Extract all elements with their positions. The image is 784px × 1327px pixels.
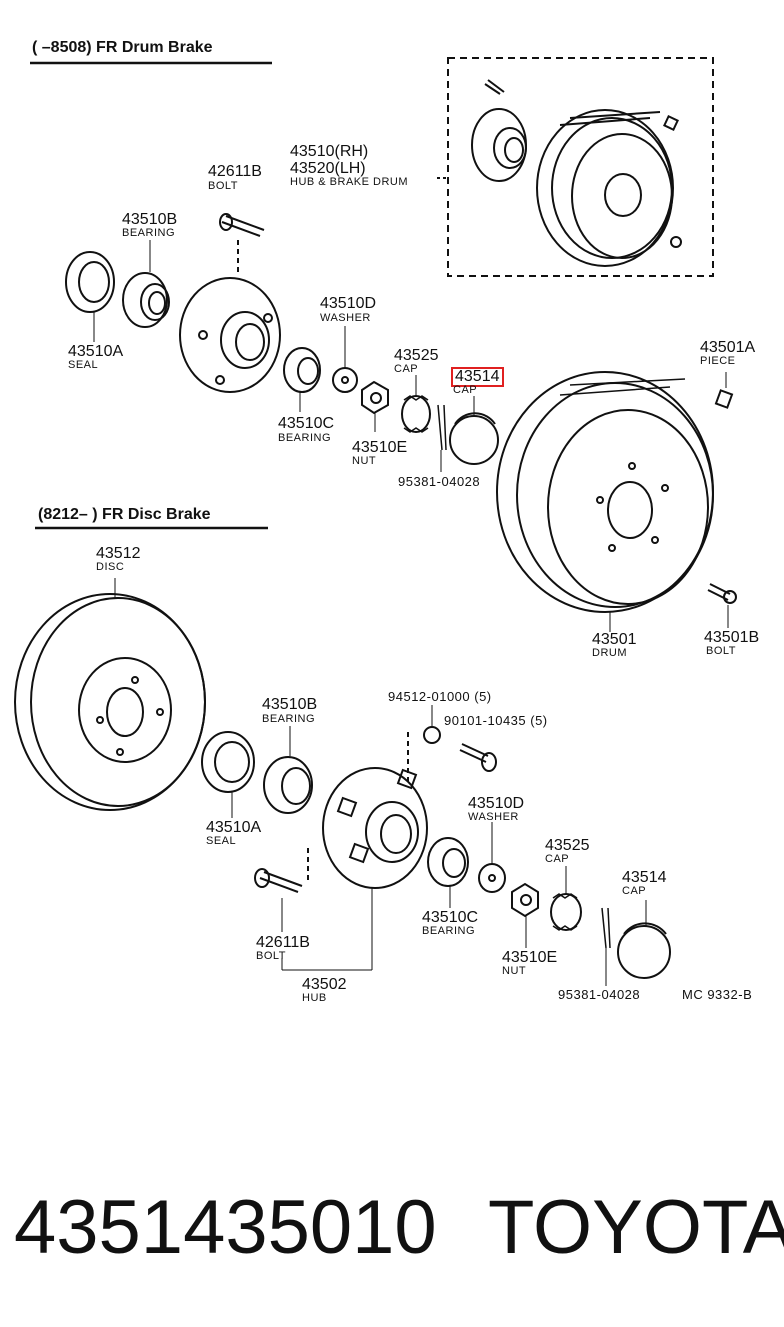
drum-cap-43514-name: CAP bbox=[453, 384, 478, 396]
disc-brake-parts bbox=[14, 578, 671, 986]
disc-cap-43514-number[interactable]: 43514 bbox=[622, 869, 667, 886]
drum-lock-cap-name: CAP bbox=[394, 363, 419, 375]
drum-bearing-outer-name: BEARING bbox=[122, 227, 176, 239]
disc-washer-number[interactable]: 43510D bbox=[468, 795, 525, 812]
hub-drum-rh-number[interactable]: 43510(RH) bbox=[290, 143, 369, 160]
drum-bolt-42611b-number[interactable]: 42611B bbox=[208, 163, 262, 180]
footer-part-number: 4351435010 bbox=[14, 1185, 437, 1270]
disc-hub-number[interactable]: 43502 bbox=[302, 976, 347, 993]
drum-name: DRUM bbox=[592, 647, 627, 659]
disc-lock-cap-name: CAP bbox=[545, 853, 570, 865]
hub-drum-name: HUB & BRAKE DRUM bbox=[290, 176, 409, 188]
drum-nut-number[interactable]: 43510E bbox=[352, 439, 408, 456]
hub-drum-lh-number[interactable]: 43520(LH) bbox=[290, 160, 366, 177]
disc-cap-43514-name: CAP bbox=[622, 885, 647, 897]
drum-nut-name: NUT bbox=[352, 455, 377, 467]
disc-bolt-42611b-number[interactable]: 42611B bbox=[256, 934, 310, 951]
drum-bolt-43501b-name: BOLT bbox=[706, 645, 736, 657]
footer-brand: TOYOTA bbox=[488, 1185, 784, 1270]
drum-seal-number[interactable]: 43510A bbox=[68, 343, 124, 360]
drum-bearing-inner-number[interactable]: 43510C bbox=[278, 415, 335, 432]
disc-bearing-inner-number[interactable]: 43510C bbox=[422, 909, 479, 926]
drum-lock-cap-number[interactable]: 43525 bbox=[394, 347, 439, 364]
disc-hub-name: HUB bbox=[302, 992, 327, 1004]
drum-bearing-inner-name: BEARING bbox=[278, 432, 332, 444]
drum-seal-name: SEAL bbox=[68, 359, 99, 371]
drum-number[interactable]: 43501 bbox=[592, 631, 637, 648]
drum-bolt-42611b-name: BOLT bbox=[208, 180, 238, 192]
disc-hub-bolt-number[interactable]: 90101-10435 (5) bbox=[444, 713, 548, 728]
disc-bearing-inner-name: BEARING bbox=[422, 925, 476, 937]
drum-washer-number[interactable]: 43510D bbox=[320, 295, 377, 312]
hub-drum-assembly-inset bbox=[437, 57, 714, 277]
drum-washer-name: WASHER bbox=[320, 312, 371, 324]
disc-washer-name: WASHER bbox=[468, 811, 519, 823]
drum-bearing-outer-number[interactable]: 43510B bbox=[122, 211, 178, 228]
disc-cotter-pin-number[interactable]: 95381-04028 bbox=[558, 987, 641, 1002]
disc-brake-section-header: (8212– ) FR Disc Brake bbox=[38, 506, 211, 523]
drum-brake-parts bbox=[65, 213, 737, 632]
disc-lock-cap-number[interactable]: 43525 bbox=[545, 837, 590, 854]
drum-cotter-pin-number[interactable]: 95381-04028 bbox=[398, 474, 481, 489]
disc-nut-number[interactable]: 43510E bbox=[502, 949, 558, 966]
disc-bearing-outer-number[interactable]: 43510B bbox=[262, 696, 318, 713]
drum-piece-number[interactable]: 43501A bbox=[700, 339, 756, 356]
drum-brake-section-header: ( –8508) FR Drum Brake bbox=[32, 39, 213, 56]
drum-piece-name: PIECE bbox=[700, 355, 736, 367]
disc-washer-w-number[interactable]: 94512-01000 (5) bbox=[388, 689, 492, 704]
drum-cap-43514-number-highlighted[interactable]: 43514 bbox=[451, 367, 504, 387]
disc-bolt-42611b-name: BOLT bbox=[256, 950, 286, 962]
drum-bolt-43501b-number[interactable]: 43501B bbox=[704, 629, 760, 646]
disc-seal-name: SEAL bbox=[206, 835, 237, 847]
disc-nut-name: NUT bbox=[502, 965, 527, 977]
disc-number[interactable]: 43512 bbox=[96, 545, 141, 562]
diagram-code: MC 9332-B bbox=[682, 987, 753, 1002]
disc-seal-number[interactable]: 43510A bbox=[206, 819, 262, 836]
disc-name: DISC bbox=[96, 561, 125, 573]
disc-bearing-outer-name: BEARING bbox=[262, 713, 316, 725]
